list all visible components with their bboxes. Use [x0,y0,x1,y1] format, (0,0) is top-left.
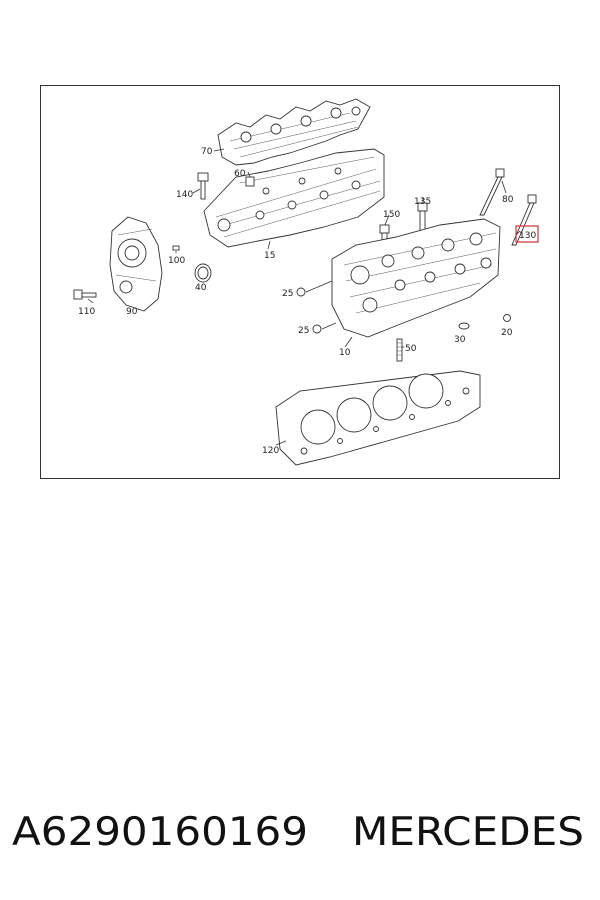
callout-40: 40 [195,283,207,293]
part-small-sleeve [245,176,255,187]
callout-70: 70 [201,147,213,157]
part-stud-50 [396,338,403,362]
part-head-bolt-80 [479,168,505,216]
part-seal-ring [194,263,212,283]
part-plug-25-upper [296,287,306,297]
callout-135: 135 [414,197,431,207]
leader-lines [87,148,521,446]
part-rocker-carrier [217,98,371,166]
callout-15: 15 [264,251,275,261]
exploded-parts-diagram: 70 60 140 15 135 150 80 130 100 40 110 9… [40,85,560,479]
brand-name: MERCEDES [352,810,584,855]
callout-25-lower: 25 [298,326,309,336]
part-plug-25-lower [312,324,322,334]
callout-80: 80 [502,195,514,205]
part-cylinder-head [331,218,501,338]
callout-130: 130 [519,231,536,241]
callout-30: 30 [454,335,466,345]
callout-120: 120 [262,446,279,456]
callout-25-upper: 25 [282,289,293,299]
callout-10: 10 [339,348,351,358]
callout-140: 140 [176,190,193,200]
part-timing-cover [109,216,163,312]
callout-50: 50 [405,344,417,354]
part-upper-head [203,148,385,248]
callout-110: 110 [78,307,95,317]
part-number: A6290160169 [12,810,308,855]
callout-90: 90 [126,307,138,317]
part-small-plug-20 [503,314,511,322]
callout-130-highlight: 130 [515,225,539,243]
caption-bar: A6290160169 MERCEDES [12,810,584,855]
part-head-bolt-130 [511,194,537,246]
callout-150: 150 [383,210,400,220]
callout-100: 100 [168,256,185,266]
part-bolt-140 [197,172,209,200]
part-dowel-pin [172,245,180,251]
callout-60: 60 [234,169,246,179]
part-head-gasket [275,370,481,466]
callout-labels: 70 60 140 15 135 150 80 130 100 40 110 9… [78,147,539,456]
part-small-seal-30 [458,322,470,330]
callout-20: 20 [501,328,513,338]
part-bolt-110 [73,289,97,300]
